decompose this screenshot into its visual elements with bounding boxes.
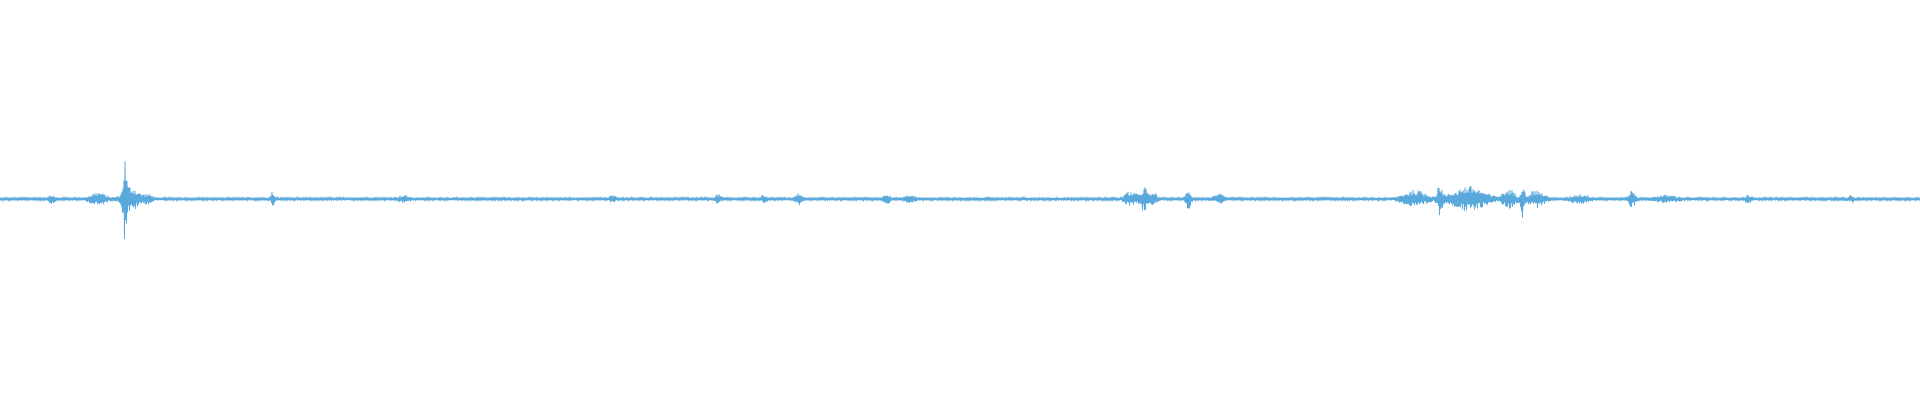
waveform-trace <box>0 161 1920 239</box>
